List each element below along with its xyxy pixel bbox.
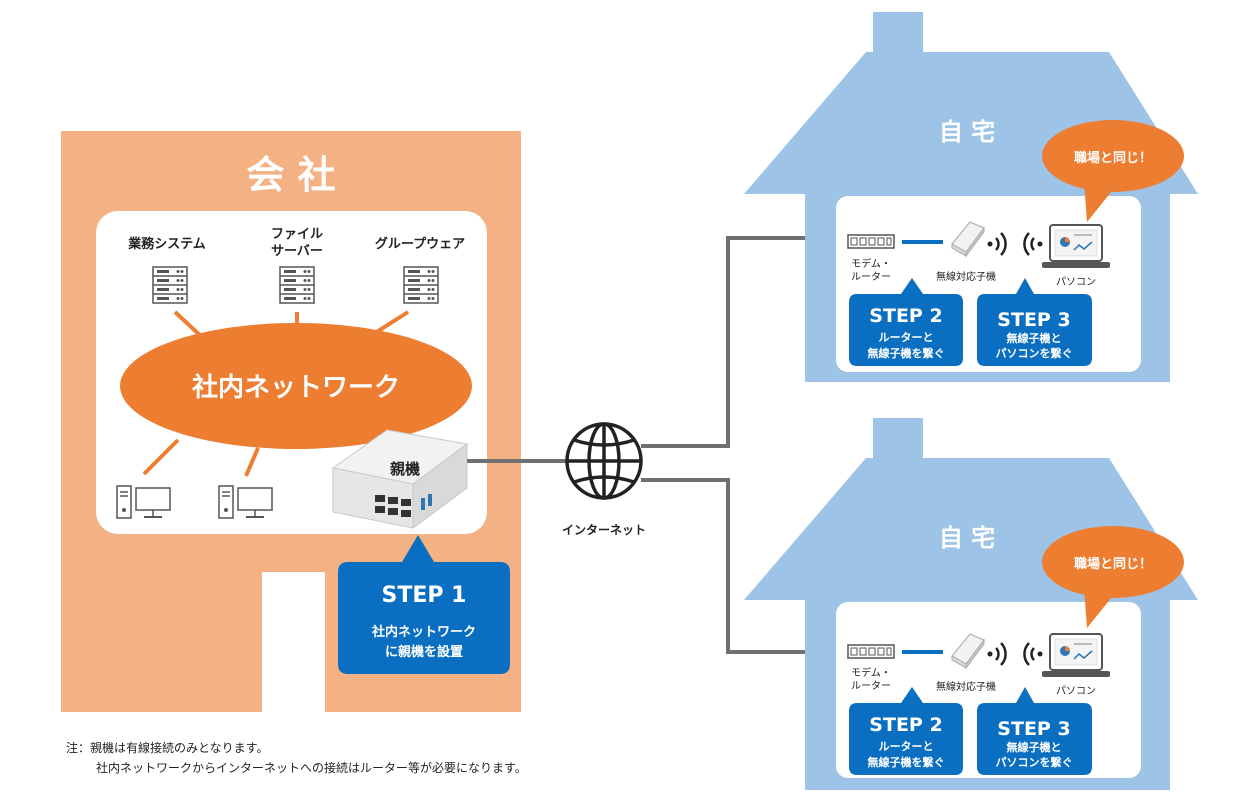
parent-device-icon [331, 429, 469, 529]
step2-line: 無線子機を繋ぐ [868, 755, 945, 769]
home-1: 自 宅 職場と同じ！ モデム・ ルーター 無線対応子機 パソコン STEP 2 … [744, 12, 1198, 382]
step1-title: STEP 1 [382, 583, 467, 608]
callout-bubble [1042, 526, 1184, 628]
step2-box [849, 278, 963, 366]
router-icon [847, 644, 895, 659]
laptop-icon [1041, 224, 1111, 269]
callout-text: 職場と同じ！ [1074, 556, 1152, 572]
home-title: 自 宅 [939, 118, 995, 146]
step3-box [977, 278, 1092, 366]
step2-line: ルーターと [879, 740, 934, 753]
step3-line: パソコンを繋ぐ [996, 346, 1073, 360]
office-title: 会 社 [246, 153, 335, 197]
svg-text:業務システム: 業務システム [127, 236, 206, 252]
system-label-fileserver: ファイル サーバー [271, 227, 323, 259]
server-icon [279, 266, 315, 304]
step2-title: STEP 2 [869, 714, 942, 736]
router-label: モデム・ [851, 257, 891, 270]
step3-box [977, 687, 1092, 775]
server-icon [403, 266, 439, 304]
network-label: 社内ネットワーク [192, 372, 400, 403]
step2-line: ルーターと [879, 331, 934, 344]
server-icon [152, 266, 188, 304]
footnote-line: 社内ネットワークからインターネットへの接続はルーター等が必要になります。 [96, 761, 527, 775]
laptop-icon [1041, 633, 1111, 678]
internet-label: インターネット [562, 523, 646, 537]
step1-line: 社内ネットワーク [371, 624, 476, 640]
step3-title: STEP 3 [997, 309, 1070, 331]
step3-line: 無線子機と [1007, 740, 1062, 754]
parent-device-label: 親機 [390, 460, 420, 478]
svg-text:ファイル: ファイル [271, 227, 323, 242]
home-2: 自 宅 職場と同じ！ モデム・ ルーター 無線対応子機 パソコン STEP 2 … [744, 418, 1198, 790]
router-label: モデム・ [851, 666, 891, 679]
step3-line: 無線子機と [1007, 331, 1062, 345]
globe-icon [565, 422, 643, 500]
system-label-groupware: グループウェア [375, 236, 465, 252]
footnote: 注：親機は有線接続のみとなります。 社内ネットワークからインターネットへの接続は… [66, 738, 527, 778]
child-device-label: 無線対応子機 [936, 270, 996, 283]
step2-box [849, 687, 963, 775]
connection-lines [467, 236, 846, 654]
svg-text:グループウェア: グループウェア [375, 236, 465, 252]
pc-label: パソコン [1056, 685, 1096, 697]
pc-label: パソコン [1056, 276, 1096, 288]
home-title: 自 宅 [939, 524, 995, 552]
step2-title: STEP 2 [869, 305, 942, 327]
step3-title: STEP 3 [997, 718, 1070, 740]
callout-bubble [1042, 120, 1184, 222]
callout-text: 職場と同じ！ [1074, 150, 1152, 166]
system-label-business: 業務システム [127, 236, 206, 252]
network-ellipse [120, 323, 472, 449]
footnote-line: 注：親機は有線接続のみとなります。 [66, 741, 269, 755]
step1-box [338, 535, 510, 674]
router-icon [847, 234, 895, 249]
step3-line: パソコンを繋ぐ [996, 755, 1073, 769]
step2-line: 無線子機を繋ぐ [868, 346, 945, 360]
child-device-label: 無線対応子機 [936, 680, 996, 693]
router-label: ルーター [851, 680, 891, 692]
router-label: ルーター [851, 271, 891, 283]
svg-text:サーバー: サーバー [271, 244, 323, 259]
step1-line: に親機を設置 [385, 644, 463, 660]
